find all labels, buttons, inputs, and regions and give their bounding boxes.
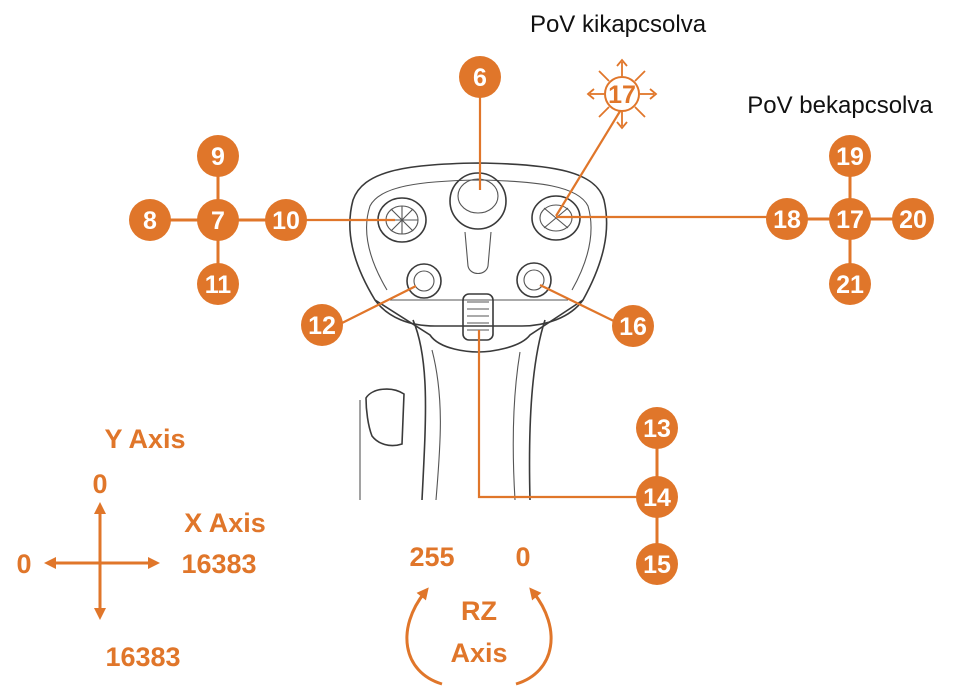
svg-text:21: 21	[836, 271, 864, 299]
button-badge-18: 18	[766, 198, 808, 240]
y-axis-label: Y Axis	[104, 424, 185, 454]
button-badge-21: 21	[829, 263, 871, 305]
svg-text:12: 12	[308, 312, 336, 340]
svg-text:7: 7	[211, 207, 225, 235]
svg-text:8: 8	[143, 207, 157, 235]
svg-text:9: 9	[211, 143, 225, 171]
svg-text:14: 14	[643, 484, 671, 512]
button-badge-17-pov-off: 17	[604, 76, 640, 112]
svg-text:16: 16	[619, 313, 647, 341]
button-badge-9: 9	[197, 135, 239, 177]
rz-axis-right-value: 0	[515, 542, 530, 572]
button-badge-10: 10	[265, 199, 307, 241]
svg-text:19: 19	[836, 143, 864, 171]
pov-off-label: PoV kikapcsolva	[530, 11, 707, 38]
x-axis-min: 0	[16, 549, 31, 579]
axis-arrows	[44, 502, 553, 686]
button-badge-8: 8	[129, 199, 171, 241]
button-badge-17-pov-on: 17	[829, 198, 871, 240]
button-badge-11: 11	[197, 263, 239, 305]
pov-on-label: PoV bekapcsolva	[747, 92, 933, 119]
pov-directional-burst-icon	[586, 58, 658, 130]
button-badge-15: 15	[636, 543, 678, 585]
svg-text:6: 6	[473, 64, 487, 92]
button-badge-16: 16	[612, 305, 654, 347]
svg-text:18: 18	[773, 206, 801, 234]
svg-text:20: 20	[899, 206, 927, 234]
svg-text:17: 17	[608, 81, 636, 109]
x-axis-max: 16383	[181, 549, 256, 579]
button-badge-13: 13	[636, 407, 678, 449]
svg-text:17: 17	[836, 206, 864, 234]
button-badge-19: 19	[829, 135, 871, 177]
rz-axis-label-line1: RZ	[461, 596, 497, 626]
x-axis-label: X Axis	[184, 508, 266, 538]
button-badge-14: 14	[636, 476, 678, 518]
button-badge-20: 20	[892, 198, 934, 240]
rz-axis-left-value: 255	[409, 542, 454, 572]
y-axis-min: 0	[92, 469, 107, 499]
y-axis-max: 16383	[105, 642, 180, 672]
svg-text:10: 10	[272, 207, 300, 235]
svg-text:13: 13	[643, 415, 671, 443]
button-badge-12: 12	[301, 304, 343, 346]
svg-text:15: 15	[643, 551, 671, 579]
rz-axis-label-line2: Axis	[450, 638, 507, 668]
button-badge-6: 6	[459, 56, 501, 98]
svg-text:11: 11	[205, 271, 232, 299]
button-badge-7: 7	[197, 199, 239, 241]
